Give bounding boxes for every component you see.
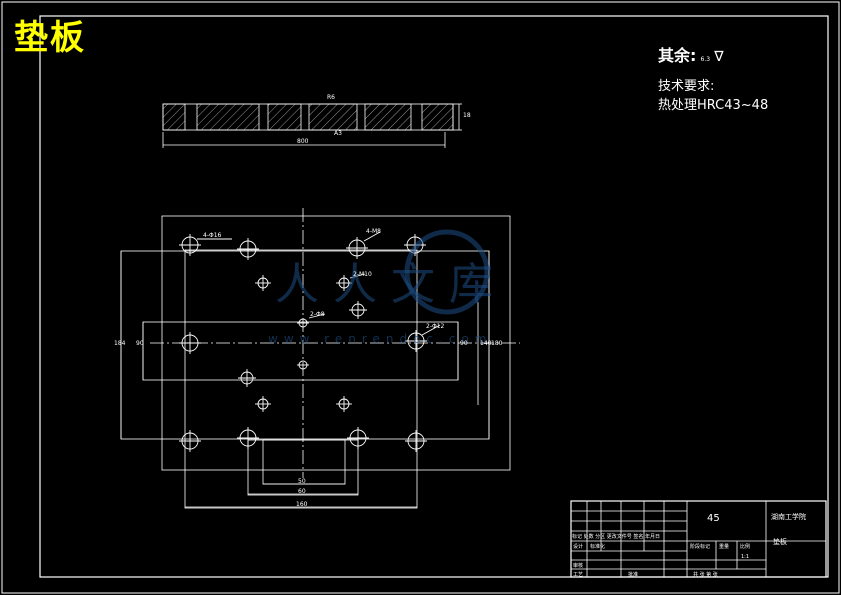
hole-small-2 (336, 275, 352, 291)
tb-part-name: 垫板 (773, 538, 787, 546)
roughness-value: 6.3 (700, 56, 711, 63)
dim-side-width: 800 (297, 138, 309, 145)
tb-school: 湖南工学院 (771, 513, 806, 521)
dim-bottom-2: 60 (298, 488, 306, 495)
dim-right-2: 140 (480, 340, 492, 347)
tb-standard: 标准化 (590, 544, 606, 550)
dim-side-note-2: A3 (334, 130, 342, 137)
dim-right-1: 90 (460, 340, 468, 347)
hole-small-4 (336, 396, 352, 412)
tech-req-label: 技术要求: (658, 79, 715, 94)
roughness-symbol-icon: ∇ (714, 49, 724, 65)
hole-small-1 (255, 275, 271, 291)
section-view (162, 103, 462, 148)
dim-hole-12: 2-Φ12 (426, 323, 445, 330)
hole-large-ml (179, 332, 201, 354)
dim-right-3: 180 (491, 340, 503, 347)
tb-ratio: 比例 (740, 544, 751, 550)
dim-side-note-1: R6 (327, 94, 335, 101)
roughness-note: 其余: 6.3 ∇ (658, 46, 768, 69)
holes (179, 231, 441, 452)
tb-weight: 重量 (719, 544, 730, 550)
dim-bottom-1: 50 (298, 478, 306, 485)
tb-approve: 批准 (628, 572, 639, 578)
dim-hole-4: 4-Φ16 (203, 232, 222, 239)
tb-craft: 工艺 (573, 572, 584, 578)
watermark-logo (404, 229, 490, 315)
hole-large-tl (179, 234, 201, 256)
hole-large-br2 (405, 430, 427, 452)
tb-sheet: 共 张 第 张 (693, 572, 718, 578)
hole-pin-2 (297, 360, 309, 370)
drawing-title: 垫板 (14, 18, 86, 58)
title-block-lines (570, 500, 827, 578)
hole-large-br (347, 427, 369, 449)
plan-view (120, 208, 520, 509)
watermark-url: www.renrendoc.com (268, 332, 493, 346)
hole-pin-1 (297, 318, 309, 328)
hole-large-tl2 (237, 238, 259, 260)
hole-large-tr (346, 237, 368, 259)
tb-material: 45 (707, 513, 720, 524)
dim-hole-m10: 2-M10 (353, 271, 372, 278)
hole-large-bl2 (237, 427, 259, 449)
dim-side-thickness: 18 (463, 112, 471, 119)
dim-bottom-3: 160 (296, 501, 308, 508)
tb-design: 设计 (573, 544, 584, 550)
tb-header-row: 标记 处数 分区 更改文件号 签名 年月日 (572, 534, 660, 540)
dim-hole-pin: 2-Φ8 (310, 311, 325, 318)
roughness-label: 其余: (658, 46, 697, 65)
tb-stage: 阶段标记 (690, 544, 711, 550)
hole-large-mr (405, 330, 427, 352)
dim-hole-m8: 4-M8 (366, 228, 381, 235)
tb-check: 审核 (573, 563, 584, 569)
tb-scale: 1:1 (741, 554, 750, 560)
inner-frame (39, 15, 829, 578)
technical-notes: 其余: 6.3 ∇ 技术要求: 热处理HRC43~48 (658, 46, 768, 115)
heat-treatment: 热处理HRC43~48 (658, 98, 769, 113)
hole-medium-2 (238, 369, 256, 387)
dim-left-1: 184 (114, 340, 126, 347)
hole-large-bl (179, 430, 201, 452)
hole-small-3 (255, 396, 271, 412)
hole-medium-1 (349, 301, 367, 319)
watermark-text: 人人文库 (275, 259, 507, 310)
dim-left-2: 90 (136, 340, 144, 347)
